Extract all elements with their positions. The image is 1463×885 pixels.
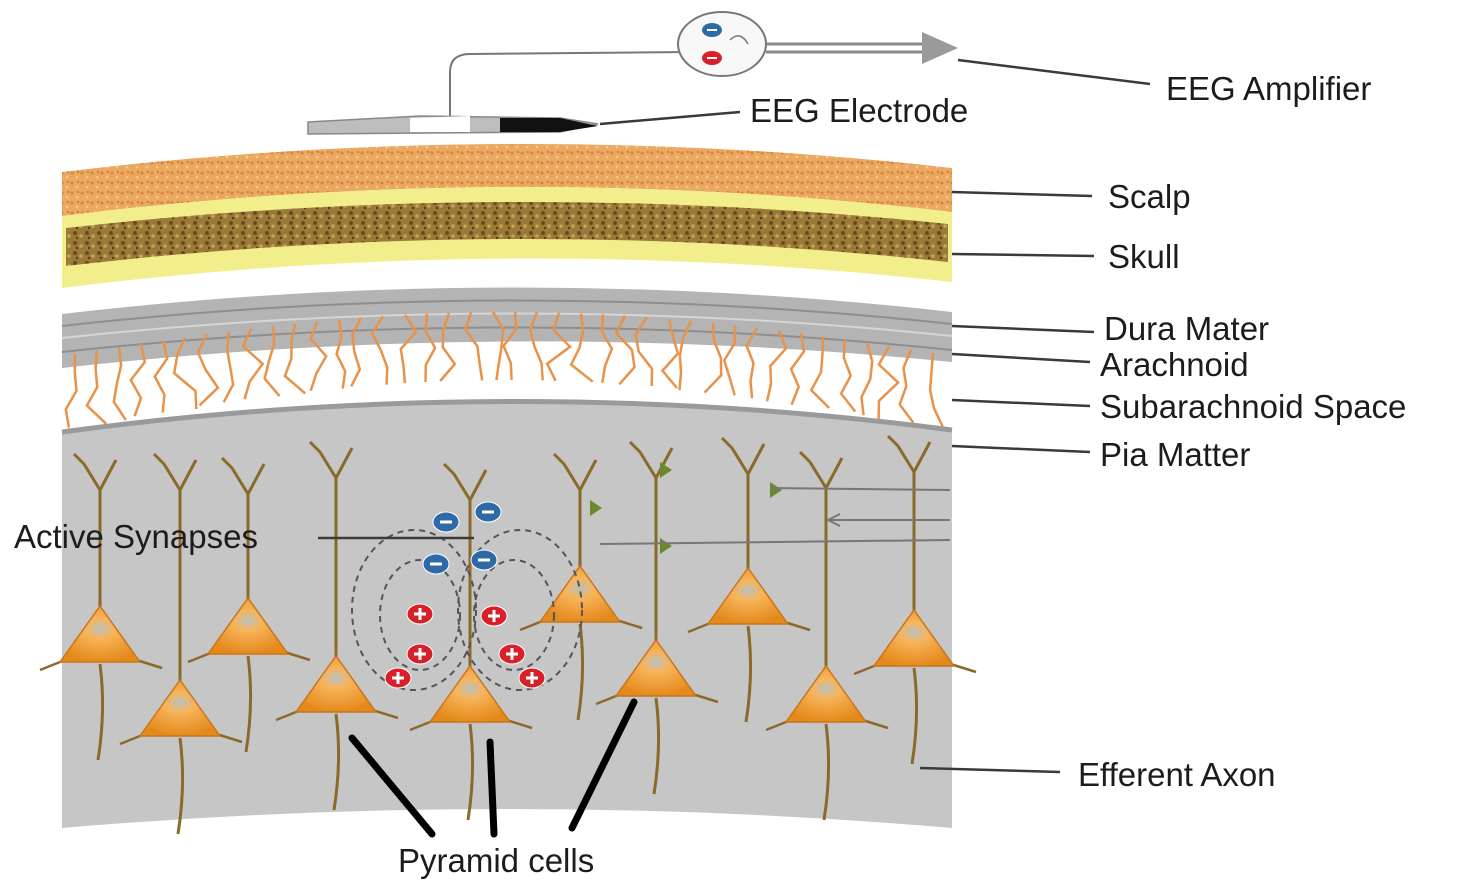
- label-pia-matter: Pia Matter: [1100, 436, 1250, 473]
- label-efferent-axon: Efferent Axon: [1078, 756, 1276, 793]
- plus-ion-icon: [519, 668, 545, 688]
- label-eeg-electrode: EEG Electrode: [750, 92, 968, 129]
- minus-ion-icon: [423, 554, 449, 574]
- arrow-right-icon: [766, 32, 958, 64]
- ion-sign: [440, 521, 452, 524]
- plus-ion-icon: [499, 644, 525, 664]
- arachnoid-strand: [930, 353, 943, 427]
- label-subarachnoid-space: Subarachnoid Space: [1100, 388, 1406, 425]
- label-pyramid-cells: Pyramid cells: [398, 842, 594, 879]
- plus-ion-icon: [407, 604, 433, 624]
- minus-ion-icon: [475, 502, 501, 522]
- label-dura-mater: Dura Mater: [1104, 310, 1269, 347]
- eeg-electrode: [308, 116, 598, 134]
- amplifier-circle: [678, 12, 766, 76]
- label-scalp: Scalp: [1108, 178, 1191, 215]
- plus-ion-icon: [407, 644, 433, 664]
- ion-sign: [419, 608, 422, 620]
- label-eeg-amplifier: EEG Amplifier: [1166, 70, 1371, 107]
- ion-sign: [419, 648, 422, 660]
- minus-ion-icon: [433, 512, 459, 532]
- ion-sign: [493, 610, 496, 622]
- ion-sign: [531, 672, 534, 684]
- ion-sign: [482, 511, 494, 514]
- plus-ion-icon: [385, 668, 411, 688]
- ion-sign: [430, 563, 442, 566]
- label-active-synapses: Active Synapses: [14, 518, 258, 555]
- ion-sign: [511, 648, 514, 660]
- label-arachnoid: Arachnoid: [1100, 346, 1249, 383]
- arachnoid-strand: [879, 346, 899, 419]
- plus-ion-icon: [481, 606, 507, 626]
- ion-sign: [397, 672, 400, 684]
- ion-sign: [478, 559, 490, 562]
- minus-ion-icon: [471, 550, 497, 570]
- arachnoid-strand: [900, 350, 914, 423]
- label-skull: Skull: [1108, 238, 1180, 275]
- electrode-wire: [450, 52, 688, 116]
